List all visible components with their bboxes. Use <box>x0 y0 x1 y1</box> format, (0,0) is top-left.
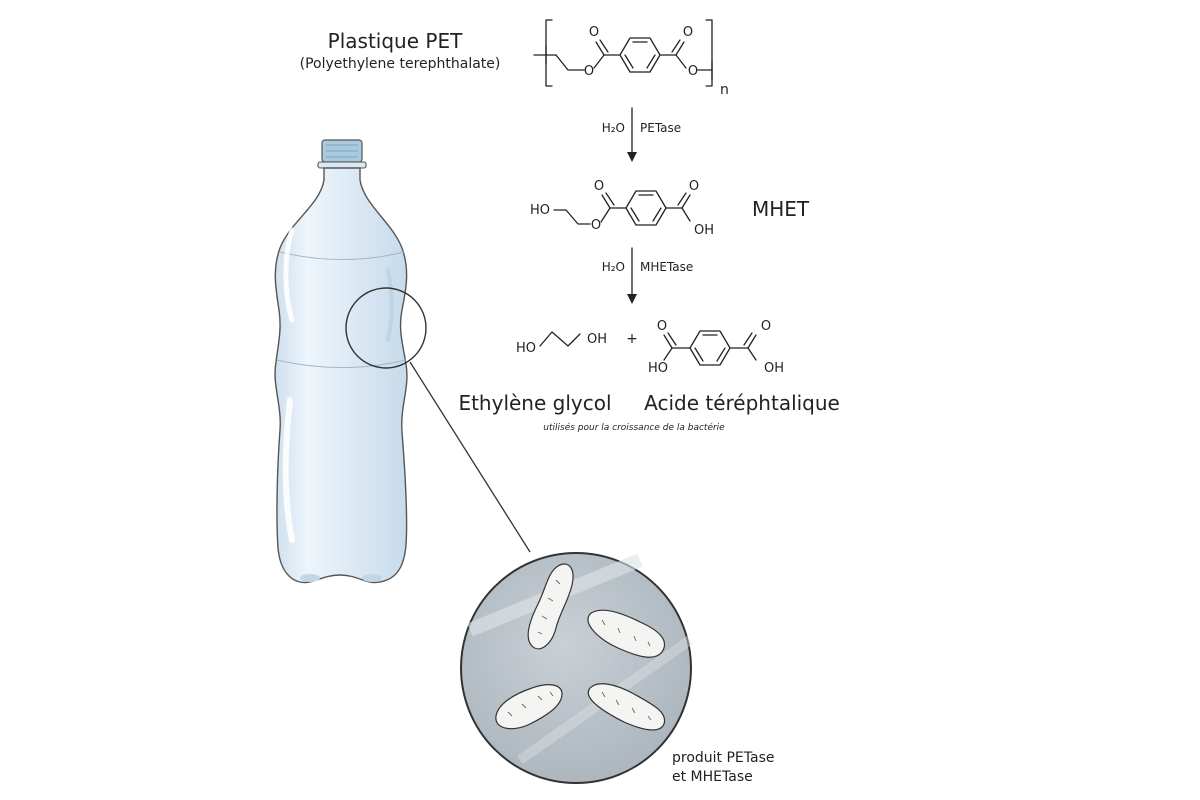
plus-sign: + <box>626 331 638 347</box>
atom-o: O <box>594 179 604 194</box>
atom-o: O <box>689 179 699 194</box>
atom-ho: HO <box>516 341 536 356</box>
step2-reagent: H₂O <box>602 260 625 274</box>
bacterium-3 <box>495 684 563 730</box>
bacterium-2 <box>587 609 666 658</box>
atom-oh: OH <box>764 361 784 376</box>
mhet-label: MHET <box>752 197 810 221</box>
polymer-subscript: n <box>720 82 729 98</box>
atom-o: O <box>591 218 601 233</box>
atom-oh: OH <box>694 223 714 238</box>
plastic-bottle-illustration <box>274 139 408 584</box>
atom-ho: HO <box>530 203 550 218</box>
atom-o: O <box>761 319 771 334</box>
bacterium-1 <box>527 563 574 650</box>
reaction-arrow-petase: H₂O PETase <box>602 107 681 162</box>
atom-oh: OH <box>587 332 607 347</box>
reaction-arrow-mhetase: H₂O MHETase <box>602 247 693 304</box>
atom-o: O <box>657 319 667 334</box>
atom-o: O <box>584 64 594 79</box>
step2-enzyme: MHETase <box>640 260 693 274</box>
products-note: utilisés pour la croissance de la bactér… <box>543 422 725 433</box>
bacteria-magnified-view <box>460 552 693 784</box>
product1-label: Ethylène glycol <box>458 391 611 415</box>
atom-o: O <box>683 25 693 40</box>
step1-enzyme: PETase <box>640 121 681 135</box>
step1-reagent: H₂O <box>602 121 625 135</box>
atom-o: O <box>688 64 698 79</box>
atom-ho: HO <box>648 361 668 376</box>
pet-subtitle: (Polyethylene terephthalate) <box>300 56 501 72</box>
bacteria-note-line2: et MHETase <box>672 769 753 785</box>
ethylene-glycol-structure: HO OH <box>516 331 607 356</box>
pet-polymer-structure: O O O O n <box>533 19 729 98</box>
pet-title: Plastique PET <box>328 29 463 53</box>
atom-o: O <box>589 25 599 40</box>
product2-label: Acide téréphtalique <box>644 391 840 415</box>
mhet-structure: HO O O O OH <box>530 179 714 238</box>
terephthalic-acid-structure: O HO O OH <box>648 319 784 376</box>
bacteria-note-line1: produit PETase <box>672 750 775 766</box>
zoom-indicator <box>345 287 531 553</box>
bacterium-4 <box>587 683 666 731</box>
